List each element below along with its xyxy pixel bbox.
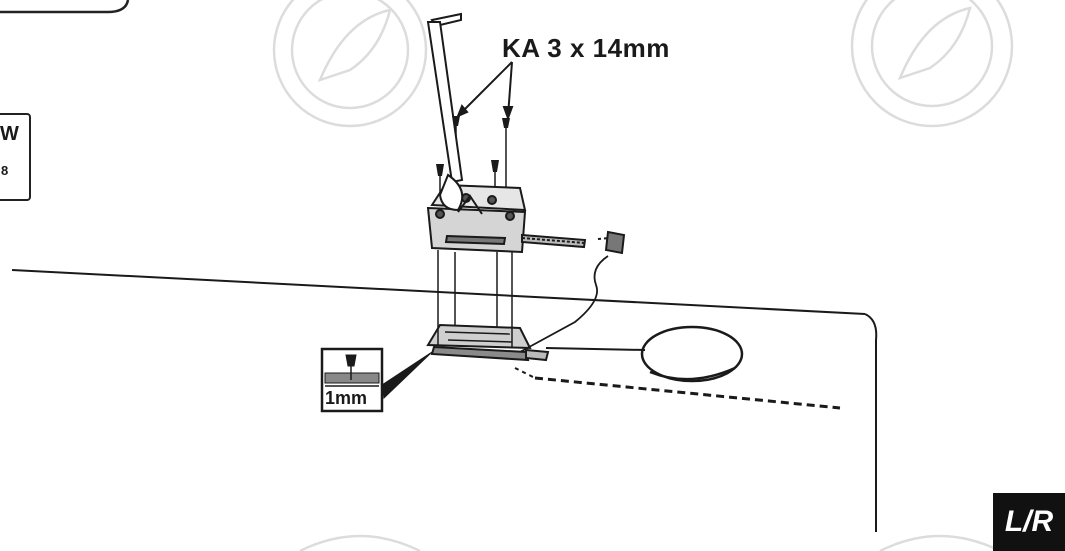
watermark-seal-icon xyxy=(272,0,1014,551)
left-right-badge: L/R xyxy=(993,493,1065,551)
gap-detail-box xyxy=(320,347,433,413)
side-tab-number: 8 xyxy=(1,163,9,178)
screw-callout-leaders xyxy=(456,61,514,121)
retract-lever xyxy=(426,12,464,212)
screw-spec-label: KA 3 x 14mm xyxy=(502,33,670,63)
wheel-well-opening xyxy=(640,325,744,383)
mounting-plate xyxy=(426,323,550,362)
header-tab-corner xyxy=(0,0,130,14)
side-reference-tab: W 8 xyxy=(0,113,31,201)
cable-wire xyxy=(519,255,609,353)
side-tab-letter: W xyxy=(0,123,19,145)
wing-surface xyxy=(11,269,878,532)
linkage-rod xyxy=(545,347,646,351)
gap-spec-label: 1mm xyxy=(325,388,368,408)
adjustment-screw xyxy=(521,230,626,255)
